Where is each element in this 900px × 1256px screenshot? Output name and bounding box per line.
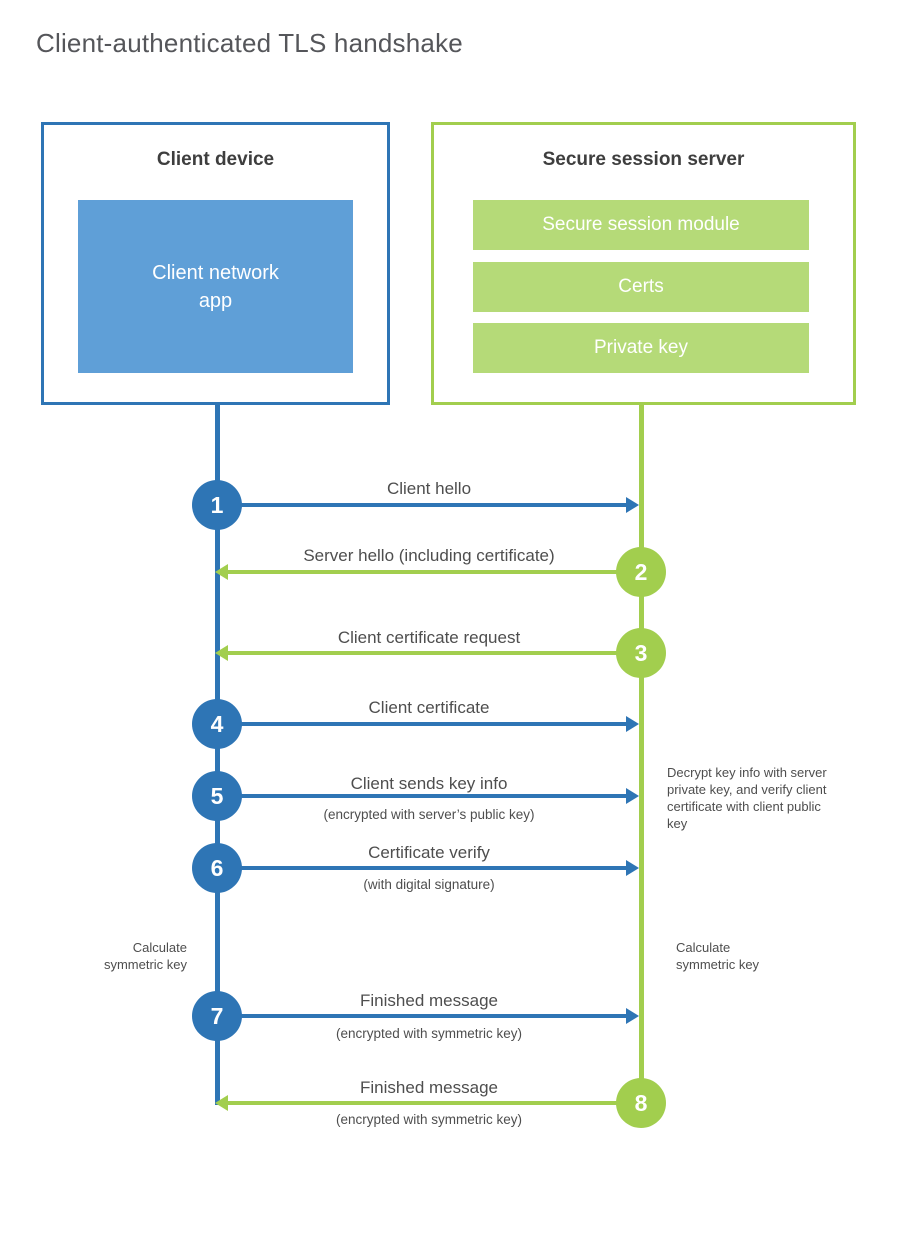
arrow-right-icon	[626, 1008, 639, 1024]
message-6-label: Certificate verify	[368, 843, 490, 862]
step-3-badge: 3	[616, 628, 666, 678]
message-1-arrow-line	[217, 503, 626, 507]
step-5-number: 5	[210, 782, 224, 809]
arrow-left-icon	[215, 564, 228, 580]
step-7-number: 7	[210, 1002, 224, 1029]
message-4-arrow-line	[217, 722, 626, 726]
message-2-arrow-line	[228, 570, 641, 574]
step-4-number: 4	[210, 710, 224, 737]
step-8-number: 8	[634, 1089, 648, 1116]
server-lifeline	[639, 405, 644, 1103]
arrow-right-icon	[626, 788, 639, 804]
decrypt-key-info-note: Decrypt key info with server private key…	[667, 765, 827, 831]
message-6-sublabel: (with digital signature)	[363, 877, 495, 892]
message-1-label: Client hello	[386, 479, 472, 498]
message-5-label: Client sends key info	[350, 774, 508, 793]
step-4-badge: 4	[192, 699, 242, 749]
message-5-arrow-line	[217, 794, 626, 798]
server-module-private-key: Private key	[473, 323, 809, 373]
message-8-label: Finished message	[360, 1078, 498, 1097]
client-device-title: Client device	[156, 149, 275, 170]
calculate-symmetric-key-client-note: Calculate symmetric key	[103, 940, 187, 972]
message-2-label: Server hello (including certificate)	[303, 546, 555, 565]
client-network-app-box: Client network app	[78, 200, 353, 373]
step-6-number: 6	[210, 854, 224, 881]
arrow-left-icon	[215, 645, 228, 661]
step-5-badge: 5	[192, 771, 242, 821]
step-3-number: 3	[634, 639, 648, 666]
secure-session-server-box: Secure session server Secure session mod…	[431, 122, 856, 405]
step-6-badge: 6	[192, 843, 242, 893]
step-1-number: 1	[210, 491, 224, 518]
client-device-box: Client device Client network app	[41, 122, 390, 405]
client-lifeline	[215, 405, 220, 1105]
step-7-badge: 7	[192, 991, 242, 1041]
server-module-secure-session-module: Secure session module	[473, 200, 809, 250]
message-7-label: Finished message	[360, 991, 498, 1010]
message-8-arrow-line	[228, 1101, 641, 1105]
arrow-right-icon	[626, 716, 639, 732]
server-module-certs: Certs	[473, 262, 809, 312]
page-title: Client-authenticated TLS handshake	[36, 28, 463, 58]
step-1-badge: 1	[192, 480, 242, 530]
step-8-badge: 8	[616, 1078, 666, 1128]
server-title: Secure session server	[542, 149, 745, 170]
message-3-arrow-line	[228, 651, 641, 655]
calculate-symmetric-key-server-note: Calculate symmetric key	[676, 940, 760, 972]
arrow-right-icon	[626, 860, 639, 876]
message-4-label: Client certificate	[368, 698, 490, 717]
arrow-left-icon	[215, 1095, 228, 1111]
message-7-sublabel: (encrypted with symmetric key)	[335, 1026, 523, 1041]
message-5-sublabel: (encrypted with server’s public key)	[323, 807, 535, 822]
arrow-right-icon	[626, 497, 639, 513]
step-2-badge: 2	[616, 547, 666, 597]
step-2-number: 2	[634, 558, 648, 585]
message-7-arrow-line	[217, 1014, 626, 1018]
message-3-label: Client certificate request	[337, 628, 521, 647]
message-6-arrow-line	[217, 866, 626, 870]
message-8-sublabel: (encrypted with symmetric key)	[335, 1112, 523, 1127]
